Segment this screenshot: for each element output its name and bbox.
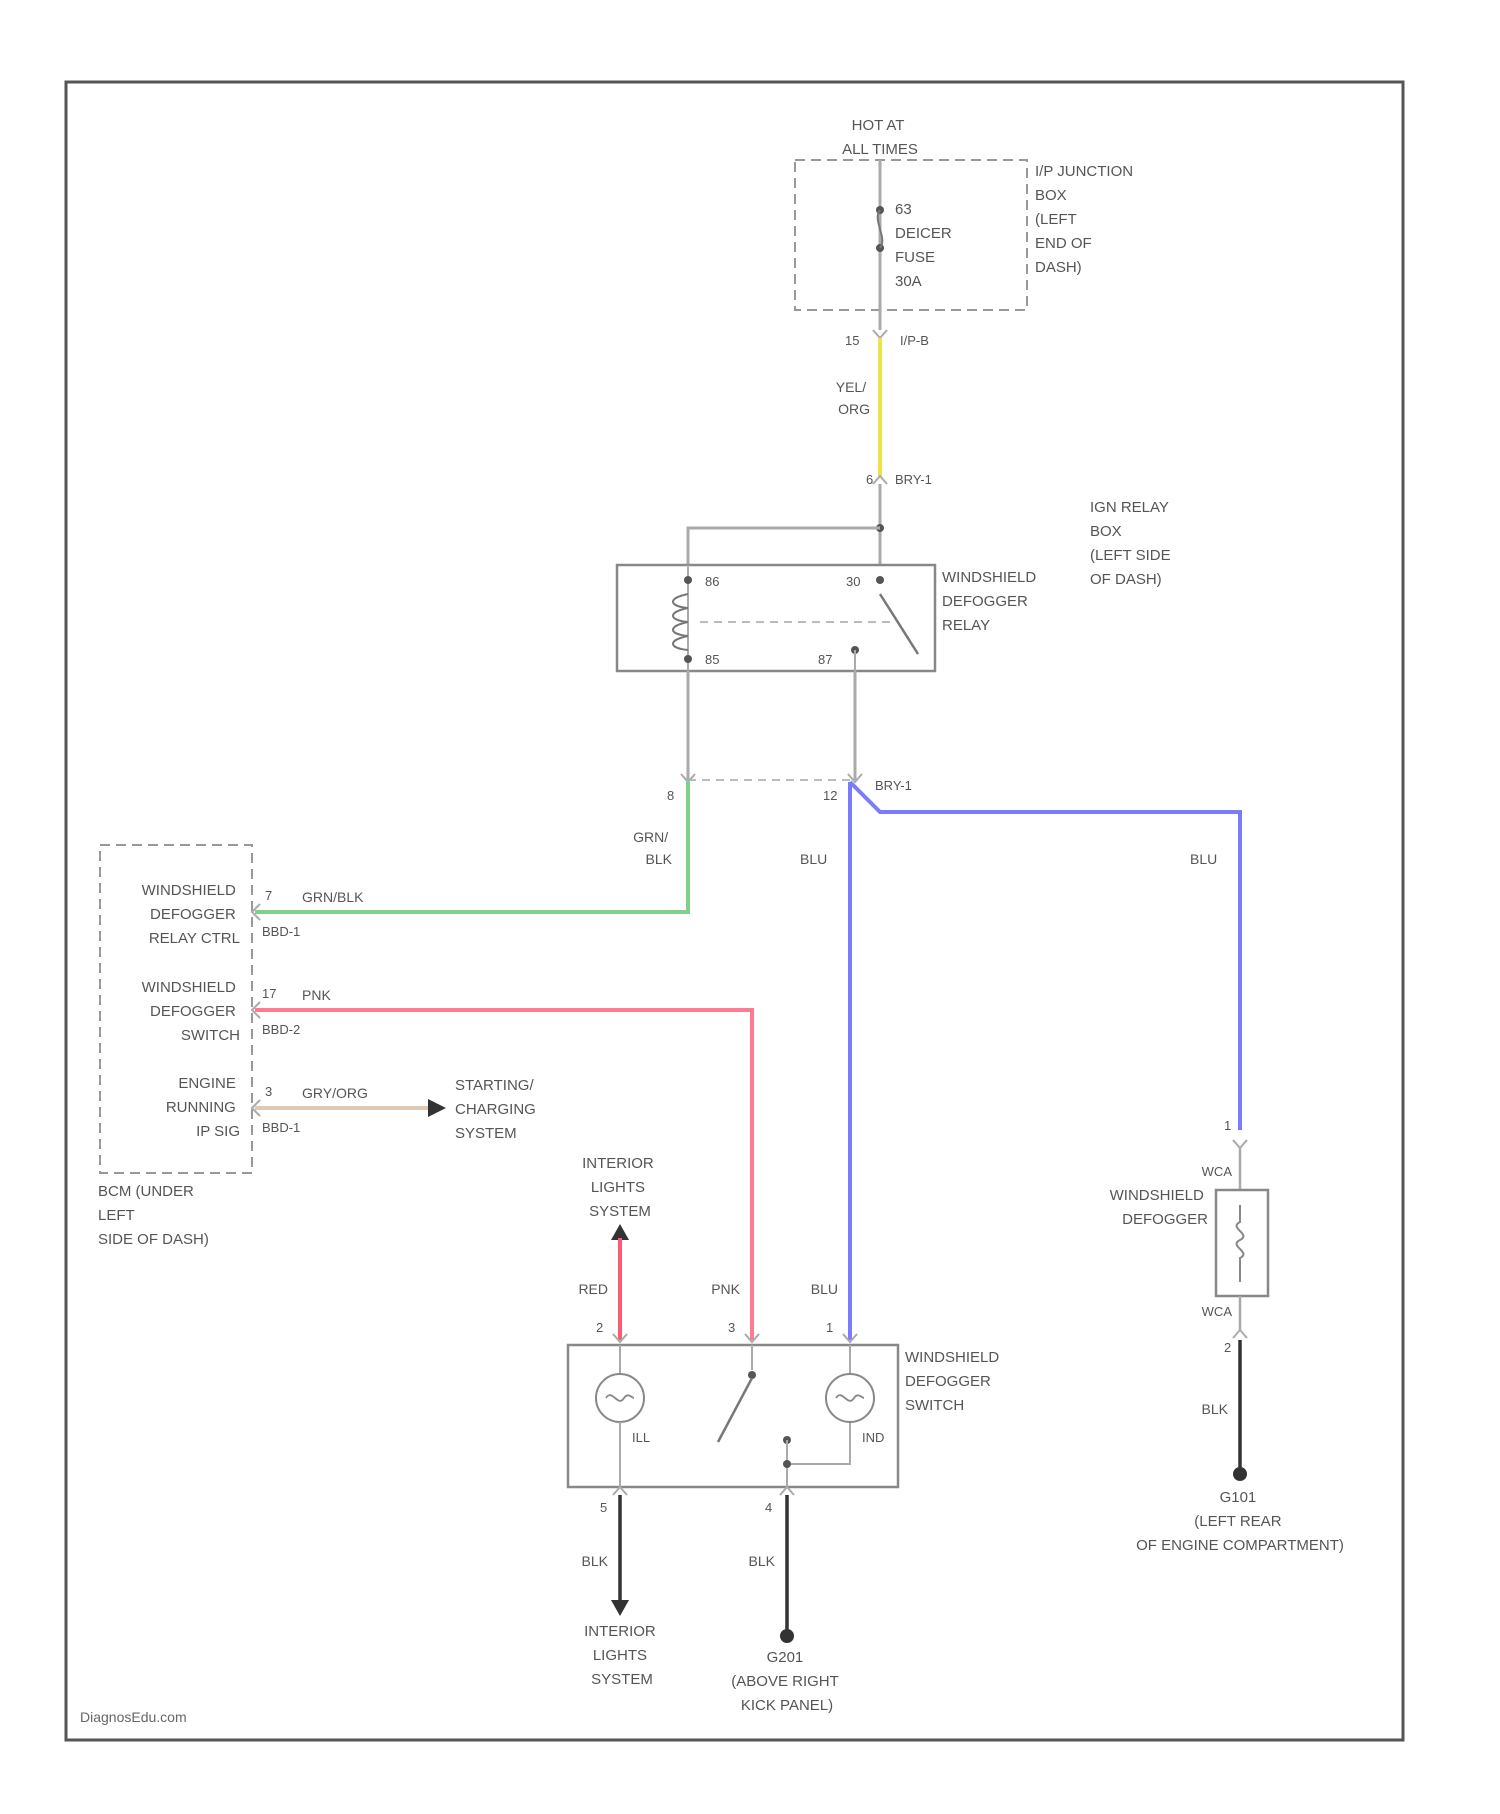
ign-relay-box-label: IGN RELAY BOX (LEFT SIDE OF DASH): [1090, 499, 1175, 588]
relay-box-bottom-left-pin: 8: [667, 788, 674, 803]
defogger-top-connector: WCA: [1202, 1164, 1233, 1179]
interior-lights-top-arrow: [611, 1224, 629, 1240]
bcm-relay-ctrl-label: WINDSHIELD DEFOGGER RELAY CTRL: [142, 882, 240, 947]
deicer-fuse-label: 63 DEICER FUSE 30A: [895, 201, 956, 290]
interior-lights-bottom-arrow: [611, 1600, 629, 1616]
ind-lamp-icon: [826, 1374, 874, 1422]
windshield-defogger-relay: [617, 565, 935, 671]
g101-label: G101 (LEFT REAR OF ENGINE COMPARTMENT): [1136, 1489, 1344, 1554]
defogger-heating-element-icon: [1237, 1205, 1244, 1282]
switch-contact-top-dot: [748, 1371, 756, 1379]
g101-ground-icon: [1233, 1467, 1247, 1481]
ind-lamp-filament: [836, 1395, 864, 1401]
blu-wire-label-left: BLU: [800, 851, 827, 867]
blk-wire-label-left: BLK: [582, 1553, 609, 1569]
relay-pin-85-dot: [684, 655, 692, 663]
grn-blk-inline-label: GRN/BLK: [302, 889, 364, 905]
ip-junction-box-label: I/P JUNCTION BOX (LEFT END OF DASH): [1035, 163, 1137, 276]
relay-box-top-pin: 6: [866, 472, 873, 487]
windshield-defogger-label: WINDSHIELD DEFOGGER: [1110, 1187, 1209, 1228]
bcm-defogger-switch-connector: BBD-2: [262, 1022, 300, 1037]
switch-pin-3: 3: [728, 1320, 735, 1335]
defogger-connector-bottom: [1233, 1330, 1247, 1338]
watermark: DiagnosEdu.com: [80, 1709, 187, 1725]
red-wire-label: RED: [578, 1281, 608, 1297]
defogger-bottom-connector: WCA: [1202, 1304, 1233, 1319]
pnk-wire: [255, 1010, 752, 1340]
interior-lights-system-bottom-label: INTERIOR LIGHTS SYSTEM: [584, 1623, 660, 1688]
defogger-bottom-pin: 2: [1224, 1340, 1231, 1355]
fuse-pin-number: 15: [845, 333, 859, 348]
starting-charging-system-label: STARTING/ CHARGING SYSTEM: [455, 1077, 540, 1142]
yel-org-wire-label: YEL/ ORG: [836, 379, 870, 417]
relay-pin-86: 86: [705, 574, 719, 589]
bcm-relay-ctrl-pin: 7: [265, 888, 272, 903]
ind-lamp-ground-lead: [787, 1422, 850, 1464]
switch-pin-5: 5: [600, 1500, 607, 1515]
bcm-defogger-switch-pin: 17: [262, 986, 276, 1001]
fuse-connector-id: I/P-B: [900, 333, 929, 348]
g201-label: G201 (ABOVE RIGHT KICK PANEL): [731, 1649, 842, 1714]
relay-coil-feed-wire: [688, 528, 880, 565]
starting-charging-arrow: [428, 1099, 446, 1117]
blu-wire-to-defogger: [850, 782, 1240, 1130]
bcm-relay-ctrl-connector: BBD-1: [262, 924, 300, 939]
bcm-defogger-switch-label: WINDSHIELD DEFOGGER SWITCH: [142, 979, 240, 1044]
windshield-defogger-switch-label: WINDSHIELD DEFOGGER SWITCH: [905, 1349, 1003, 1414]
blu-wire-label-switch: BLU: [811, 1281, 838, 1297]
relay-pin-30: 30: [846, 574, 860, 589]
blk-wire-label-right: BLK: [1202, 1401, 1229, 1417]
relay-pin-30-dot: [876, 576, 884, 584]
relay-box-bottom-right-pin: 12: [823, 788, 837, 803]
bcm-engine-running-connector: BBD-1: [262, 1120, 300, 1135]
switch-ground-splice: [783, 1460, 791, 1468]
gry-org-inline-label: GRY/ORG: [302, 1085, 368, 1101]
relay-coil-symbol: [673, 594, 688, 650]
hot-at-all-times-label: HOT AT ALL TIMES: [842, 117, 918, 158]
fuse-connector-symbol: [873, 330, 887, 338]
relay-box-bottom-connector: BRY-1: [875, 778, 912, 793]
ill-lamp-label: ILL: [632, 1430, 650, 1445]
windshield-defogger-relay-label: WINDSHIELD DEFOGGER RELAY: [942, 569, 1040, 634]
switch-contact-arm: [718, 1378, 752, 1442]
relay-pin-87: 87: [818, 652, 832, 667]
relay-box-top-connector: BRY-1: [895, 472, 932, 487]
pnk-wire-label: PNK: [711, 1281, 740, 1297]
defogger-top-pin: 1: [1224, 1118, 1231, 1133]
switch-pin-4: 4: [765, 1500, 772, 1515]
grn-blk-wire-label: GRN/ BLK: [633, 829, 673, 867]
bcm-engine-running-label: ENGINE RUNNING IP SIG: [166, 1075, 240, 1140]
relay-pin-86-dot: [684, 576, 692, 584]
switch-pin-2: 2: [596, 1320, 603, 1335]
pnk-inline-label: PNK: [302, 987, 331, 1003]
interior-lights-system-top-label: INTERIOR LIGHTS SYSTEM: [582, 1155, 658, 1220]
relay-box-connector-top: [873, 476, 887, 484]
bcm-engine-running-pin: 3: [265, 1084, 272, 1099]
windshield-defogger-element: [1216, 1190, 1268, 1296]
g201-ground-icon: [780, 1629, 794, 1643]
ill-lamp-filament: [606, 1395, 634, 1401]
blk-wire-label-center: BLK: [749, 1553, 776, 1569]
defogger-connector-top: [1233, 1140, 1247, 1148]
bcm-location-label: BCM (UNDER LEFT SIDE OF DASH): [98, 1183, 209, 1248]
ill-lamp-icon: [596, 1374, 644, 1422]
ind-lamp-label: IND: [862, 1430, 884, 1445]
switch-pin-1: 1: [826, 1320, 833, 1335]
relay-pin-85: 85: [705, 652, 719, 667]
blu-wire-label-right: BLU: [1190, 851, 1217, 867]
relay-contact-arm: [880, 594, 918, 654]
